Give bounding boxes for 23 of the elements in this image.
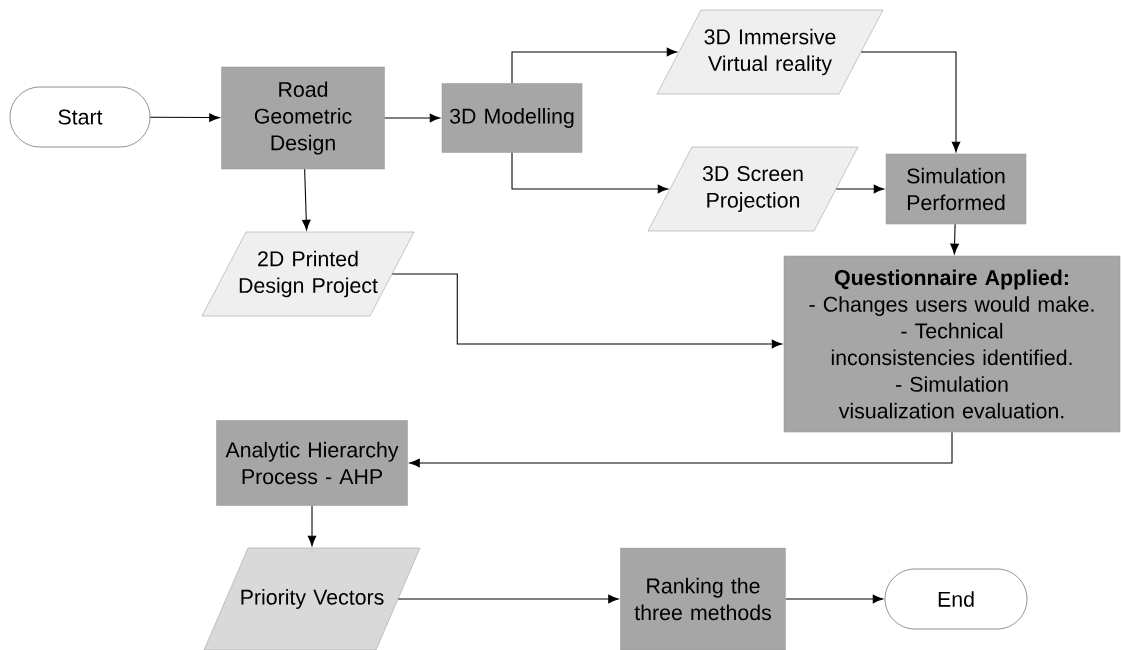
process-box: Road Geometric Design: [221, 66, 385, 170]
arrow: [149, 113, 220, 122]
arrow: [409, 431, 953, 468]
arrow: [397, 594, 619, 604]
arrow: [950, 223, 959, 255]
arrow: [835, 184, 885, 194]
arrow: [860, 51, 961, 153]
arrow: [785, 594, 884, 604]
arrow: [302, 168, 311, 231]
process-box: Ranking the three methods: [620, 547, 786, 650]
arrow: [511, 152, 669, 194]
parallelogram: Priority Vectors: [203, 547, 421, 650]
parallelogram: 3D Immersive Virtual reality: [656, 9, 884, 95]
arrow: [384, 113, 441, 123]
process-box: 3D Modelling: [441, 83, 583, 153]
arrow: [511, 47, 678, 84]
process-box: Simulation Performed: [885, 153, 1027, 225]
process-box: Questionnaire Applied: - Changes users would make. - Technical inconsistencies identified. - Simulation visualization evaluation.: [783, 255, 1121, 433]
process-box: Analytic Hierarchy Process - AHP: [216, 420, 408, 506]
parallelogram: 3D Screen Projection: [647, 146, 859, 232]
parallelogram: 2D Printed Design Project: [201, 231, 415, 317]
arrow: [307, 505, 317, 547]
arrow: [391, 273, 783, 349]
